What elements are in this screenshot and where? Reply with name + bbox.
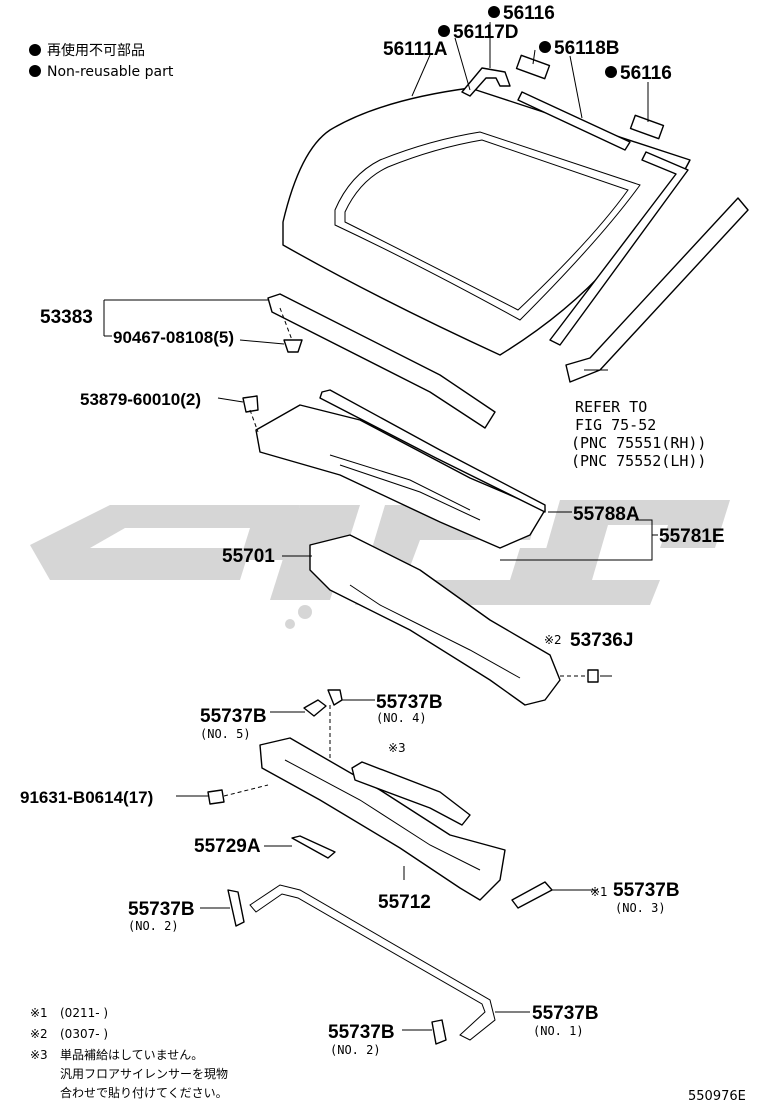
label-90467: 90467-08108(5) xyxy=(113,328,234,347)
cowl-louver-55781e xyxy=(255,404,546,549)
clip-90467 xyxy=(283,339,303,353)
mark-2-53736j: ※2 xyxy=(544,633,562,647)
windshield-glass xyxy=(282,87,691,356)
label-55737b-no2a: 55737B xyxy=(128,899,195,920)
silencer-55729a xyxy=(291,835,336,859)
note3-line2: 汎用フロアサイレンサーを現物 xyxy=(60,1067,228,1081)
label-55788a: 55788A xyxy=(573,504,640,525)
bracket-55737b-no5 xyxy=(303,699,327,717)
label-55737b-no5: 55737B xyxy=(200,706,267,727)
pillar-garnish xyxy=(565,197,749,383)
note2-mark: ※2 xyxy=(30,1027,48,1041)
legend-en: Non-reusable part xyxy=(47,64,174,80)
sublabel-no2b: (NO. 2) xyxy=(330,1043,381,1057)
figure-id: 550976E xyxy=(688,1089,746,1104)
weatherstrip-53383 xyxy=(267,293,496,429)
clip-56116-right xyxy=(629,114,665,140)
note1-mark: ※1 xyxy=(30,1006,48,1020)
sublabel-no4: (NO. 4) xyxy=(376,711,427,725)
note3-line3: 合わせで貼り付けてください。 xyxy=(60,1085,228,1100)
label-55737b-no2b: 55737B xyxy=(328,1022,395,1043)
note2-text: (0307- ) xyxy=(60,1027,108,1041)
cowl-panel-55701 xyxy=(309,534,561,706)
label-56118b: 56118B xyxy=(554,38,620,59)
sublabel-no5: (NO. 5) xyxy=(200,727,251,741)
label-55781e: 55781E xyxy=(659,526,725,547)
legend-jp: 再使用不可部品 xyxy=(47,42,145,59)
note3-mark: ※3 xyxy=(30,1048,48,1062)
label-56111a: 56111A xyxy=(383,39,448,60)
note3-line1: 単品補給はしていません。 xyxy=(60,1048,203,1062)
note1-text: (0211- ) xyxy=(60,1006,108,1020)
mark-1-no3: ※1 xyxy=(590,885,608,899)
bolt-91631 xyxy=(207,789,225,805)
clip-53879 xyxy=(242,395,259,413)
label-55729a: 55729A xyxy=(194,836,261,857)
silencer-note3 xyxy=(351,761,471,826)
moulding-56117d xyxy=(461,67,511,97)
seal-53736j xyxy=(587,669,599,683)
label-56116-top: 56116 xyxy=(503,3,555,24)
refer-line3: (PNC 75551(RH)) xyxy=(571,434,706,452)
bracket-55737b-no4 xyxy=(327,689,343,706)
label-55737b-no3: 55737B xyxy=(613,880,680,901)
label-53879: 53879-60010(2) xyxy=(80,390,201,409)
sublabel-no3: (NO. 3) xyxy=(615,901,666,915)
seal-55788a xyxy=(319,389,546,513)
refer-line2: FIG 75-52 xyxy=(575,416,656,434)
clip-56116-top xyxy=(515,54,551,80)
mark-3-silencer: ※3 xyxy=(388,741,406,755)
label-55737b-no4: 55737B xyxy=(376,692,443,713)
label-56116-right: 56116 xyxy=(620,63,672,84)
label-55701: 55701 xyxy=(222,546,275,567)
label-91631: 91631-B0614(17) xyxy=(20,788,153,807)
refer-line1: REFER TO xyxy=(575,398,647,416)
label-55712: 55712 xyxy=(378,892,431,913)
refer-line4: (PNC 75552(LH)) xyxy=(571,452,706,470)
sublabel-no2a: (NO. 2) xyxy=(128,919,179,933)
bracket-55737b-no2a xyxy=(227,889,245,927)
moulding-56118b xyxy=(517,91,631,151)
label-53383: 53383 xyxy=(40,307,93,328)
label-56117d: 56117D xyxy=(453,22,519,43)
cowl-inner-55712 xyxy=(259,737,506,901)
label-53736j: 53736J xyxy=(570,630,633,651)
sublabel-no1: (NO. 1) xyxy=(533,1024,584,1038)
label-55737b-no1: 55737B xyxy=(532,1003,599,1024)
bracket-55737b-no3 xyxy=(511,881,553,909)
bracket-55737b-no2b xyxy=(431,1019,447,1045)
seal-55737b-no1 xyxy=(249,884,496,1041)
moulding-side xyxy=(549,151,689,346)
